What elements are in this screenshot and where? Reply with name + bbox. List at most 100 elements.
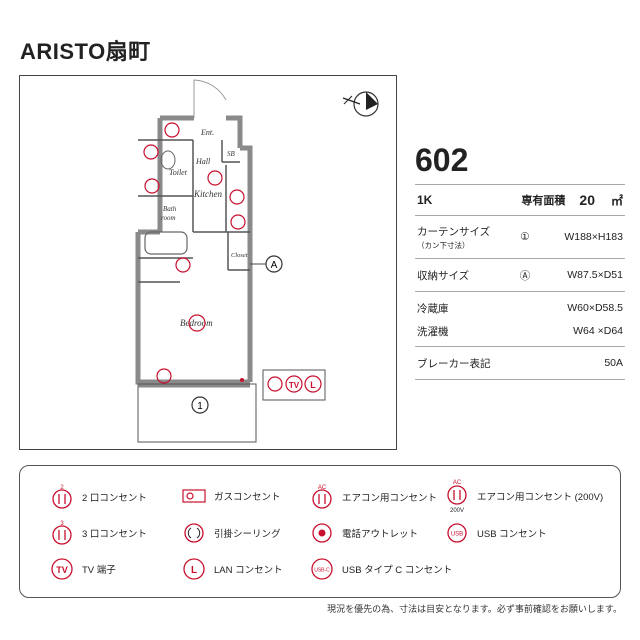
- room-label-toilet: Toilet: [169, 168, 188, 177]
- outlet-2-icon: 2: [52, 485, 72, 509]
- outlet-2-icon: [267, 376, 283, 392]
- lan-outlet-icon: L: [183, 558, 205, 580]
- tv-terminal-icon: [285, 375, 303, 393]
- outlet-2-number: 2: [60, 485, 64, 491]
- legend-label-tv: TV 端子: [82, 565, 116, 576]
- curtain-label-group: カーテンサイズ （カン下寸法）: [417, 224, 507, 251]
- legend-item-ac: AC エアコン用コンセント: [310, 484, 437, 510]
- room-label-entrance: Ent.: [200, 128, 214, 137]
- ac-icon-text: AC: [318, 485, 327, 491]
- curtain-mark: ①: [520, 231, 530, 243]
- room-label-sb: SB: [227, 150, 236, 158]
- unit-number: 602: [415, 142, 469, 178]
- tv-symbol-label: TV: [289, 381, 300, 390]
- room-label-bath-2: room: [161, 214, 176, 222]
- legend-item-lan: L LAN コンセント: [182, 558, 283, 580]
- floor-plan: Ent. SB Hall Toilet Kitchen Bath room Cl…: [135, 79, 379, 443]
- lan-icon-text: L: [191, 565, 197, 576]
- gas-outlet-icon: [182, 489, 206, 503]
- legend-panel: 2 2 口コンセント ガスコンセント AC エアコン用コンセント AC 200V…: [19, 465, 621, 598]
- legend-item-outlet-3: 3 3 口コンセント: [50, 520, 147, 546]
- tv-icon-text: TV: [56, 565, 68, 575]
- spec-row-curtain: カーテンサイズ （カン下寸法） ① W188×H183: [415, 215, 625, 258]
- legend-label-ac-200v: エアコン用コンセント (200V): [477, 492, 604, 503]
- outlet-2-icon: [144, 178, 160, 194]
- spec-row-type: 1K 専有面積 20 ㎡: [415, 184, 625, 215]
- lan-outlet-icon: [304, 375, 322, 393]
- curtain-sub-label: （カン下寸法）: [417, 240, 470, 250]
- legend-item-usb: USB USB コンセント: [445, 522, 547, 544]
- ac-outlet-icon: [156, 368, 172, 384]
- legend-label-outlet-2: 2 口コンセント: [82, 493, 147, 504]
- storage-mark: Ⓐ: [519, 269, 531, 282]
- unit-type: 1K: [417, 193, 433, 207]
- area-label: 専有面積: [521, 195, 566, 207]
- ac-200v-outlet-icon: AC 200V: [447, 480, 467, 514]
- storage-label: 収納サイズ: [417, 269, 470, 282]
- washer-label: 洗濯機: [417, 325, 449, 338]
- legend-item-usb-c: USB-C USB タイプ C コンセント: [310, 558, 452, 580]
- v200-icon-text: 200V: [450, 508, 464, 514]
- ac-outlet-icon: AC: [312, 485, 332, 509]
- legend-item-tv: TV TV 端子: [50, 558, 116, 580]
- outlet-2-icon: [175, 257, 191, 273]
- area-value: 20: [579, 192, 595, 208]
- spec-panel: 602 1K 専有面積 20 ㎡ カーテンサイズ （カン下寸法） ① W188×…: [415, 140, 625, 380]
- area-unit: ㎡: [610, 193, 623, 208]
- storage-value: W87.5×D51: [567, 269, 623, 281]
- legend-item-ac-200v: AC 200V エアコン用コンセント (200V): [445, 478, 603, 514]
- tv-terminal-icon: TV: [51, 558, 73, 580]
- room-label-bath-1: Bath: [163, 205, 177, 213]
- curtain-value: W188×H183: [564, 231, 623, 243]
- compass-icon: [342, 91, 379, 117]
- outlet-2-icon: [164, 122, 180, 138]
- legend-label-outlet-3: 3 口コンセント: [82, 529, 147, 540]
- storage-marker-icon: [265, 255, 283, 273]
- room-label-bedroom: Bedroom: [180, 318, 213, 328]
- legend-item-outlet-2: 2 2 口コンセント: [50, 484, 147, 510]
- lan-symbol-label: L: [310, 380, 316, 390]
- curtain-marker-icon: [191, 396, 209, 414]
- spec-bottom-rule: [415, 379, 625, 380]
- disclaimer-note: 現況を優先の為、寸法は目安となります。必ず事前確認をお願いします。: [327, 604, 622, 614]
- room-label-closet: Closet: [231, 252, 248, 259]
- outlet-3-number: 3: [60, 521, 64, 527]
- outlet-2-icon: [143, 144, 159, 160]
- storage-marker-label: A: [271, 260, 278, 271]
- legend-item-gas: ガスコンセント: [182, 486, 281, 506]
- legend-label-gas: ガスコンセント: [214, 492, 281, 503]
- legend-label-ac: エアコン用コンセント: [342, 493, 438, 504]
- washer-value: W64 ×D64: [573, 325, 623, 337]
- curtain-marker-label: 1: [197, 401, 203, 412]
- room-label-kitchen: Kitchen: [193, 189, 222, 199]
- legend-item-ceiling: 引掛シーリング: [182, 522, 281, 544]
- phone-outlet-icon: [240, 378, 244, 382]
- breaker-label: ブレーカー表記: [417, 357, 491, 370]
- outlet-3-icon: 3: [52, 521, 72, 545]
- fridge-label: 冷蔵庫: [417, 302, 449, 315]
- ac-200v-icon-text: AC: [453, 480, 462, 486]
- legend-label-phone: 電話アウトレット: [342, 529, 419, 540]
- curtain-label: カーテンサイズ: [417, 225, 491, 238]
- phone-outlet-icon: [312, 523, 332, 543]
- legend-label-ceiling: 引掛シーリング: [214, 529, 281, 540]
- spec-row-washer: 洗濯機 W64 ×D64: [415, 320, 625, 342]
- outlet-2-icon: [207, 170, 223, 186]
- usb-c-icon-text: USB-C: [314, 568, 330, 574]
- spec-row-breaker: ブレーカー表記 50A: [415, 346, 625, 379]
- usb-outlet-icon: USB: [447, 523, 467, 543]
- breaker-value: 50A: [604, 357, 623, 369]
- outlet-2-icon: [188, 314, 206, 332]
- property-title: ARISTO扇町: [20, 39, 151, 64]
- legend-label-usb-c: USB タイプ C コンセント: [342, 565, 453, 576]
- outlet-3-icon: [230, 214, 246, 230]
- room-label-hall: Hall: [195, 157, 211, 166]
- legend-item-phone: 電話アウトレット: [310, 522, 418, 544]
- legend-label-usb: USB コンセント: [477, 529, 547, 540]
- spec-row-storage: 収納サイズ Ⓐ W87.5×D51: [415, 258, 625, 291]
- legend-label-lan: LAN コンセント: [214, 565, 283, 576]
- outlet-2-icon: [229, 189, 245, 205]
- usb-c-outlet-icon: USB-C: [311, 558, 333, 580]
- spec-row-fridge: 冷蔵庫 W60×D58.5: [415, 291, 625, 320]
- usb-icon-text: USB: [451, 532, 463, 538]
